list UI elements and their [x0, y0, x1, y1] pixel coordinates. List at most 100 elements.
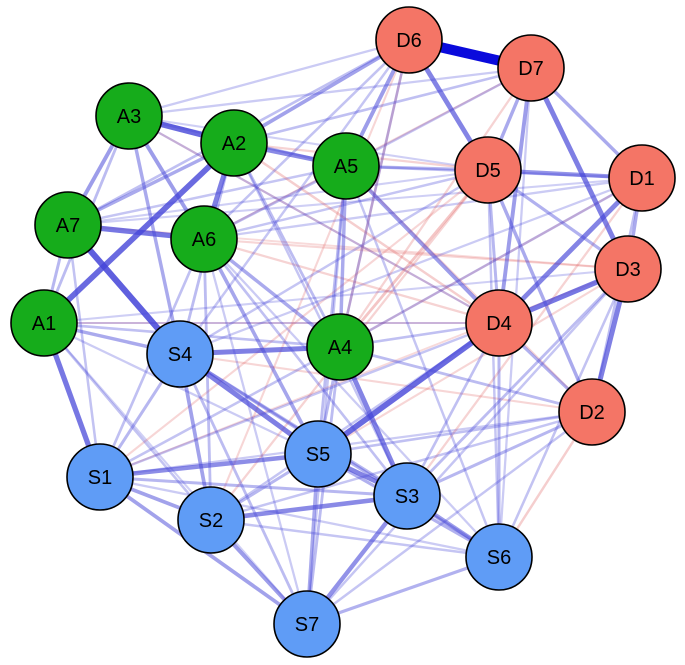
node-a1: A1: [10, 289, 78, 357]
edge-a1-s5: [43, 321, 319, 456]
edge-a6-s2: [202, 238, 213, 521]
edge-d5-a4: [338, 169, 490, 348]
edge-a6-s3: [202, 238, 409, 497]
edge-d4-s1: [99, 321, 500, 479]
edge-d7-a4: [339, 67, 532, 348]
node-circle-a7: [34, 191, 102, 259]
node-label-a4: A4: [328, 337, 352, 359]
edge-d5-s6: [486, 169, 501, 558]
edge-d7-d3: [528, 66, 631, 271]
node-label-s5: S5: [306, 444, 330, 466]
node-d7: D7: [497, 34, 565, 102]
node-a3: A3: [95, 82, 163, 150]
edge-d6-s4: [179, 39, 410, 355]
node-d1: D1: [608, 144, 676, 212]
node-label-s3: S3: [395, 486, 419, 508]
node-circle-d6: [375, 6, 443, 74]
node-circle-d7: [497, 34, 565, 102]
node-a2: A2: [200, 109, 268, 177]
edge-d7-a5: [345, 66, 532, 168]
node-label-a6: A6: [192, 229, 216, 251]
edge-s1-s3: [99, 475, 408, 498]
edge-s6-s1: [99, 475, 500, 559]
node-s4: S4: [146, 320, 214, 388]
node-circle-d3: [594, 235, 662, 303]
node-label-a7: A7: [56, 215, 80, 237]
edge-a7-d1: [67, 176, 643, 227]
node-circle-s6: [465, 523, 533, 591]
node-label-d2: D2: [579, 402, 605, 424]
edge-s5-d4: [316, 320, 501, 457]
node-d5: D5: [454, 136, 522, 204]
node-circle-s4: [146, 320, 214, 388]
node-label-s2: S2: [199, 510, 223, 532]
node-label-a5: A5: [334, 156, 358, 178]
node-circle-s2: [177, 486, 245, 554]
node-a6: A6: [170, 205, 238, 273]
edge-a1-s2: [43, 322, 212, 521]
node-label-d5: D5: [475, 160, 501, 182]
edge-a2-a4: [232, 142, 342, 348]
node-circle-d2: [558, 378, 626, 446]
edge-a4-d1: [339, 176, 643, 349]
edge-s3-d2: [406, 410, 593, 498]
edge-a2-d6: [233, 38, 410, 145]
edge-a5-s7: [305, 165, 348, 625]
node-d2: D2: [558, 378, 626, 446]
node-circle-a2: [200, 109, 268, 177]
node-circle-d5: [454, 136, 522, 204]
edge-a4-d2: [339, 345, 593, 414]
node-a4: A4: [306, 313, 374, 381]
node-label-d6: D6: [396, 30, 422, 52]
edge-a3-d4: [128, 115, 500, 324]
node-label-a1: A1: [32, 313, 56, 335]
edge-s1-s5: [99, 451, 319, 480]
node-label-d7: D7: [518, 58, 544, 80]
edge-s6-a5: [344, 165, 501, 558]
edge-s4-s3: [179, 352, 408, 498]
node-label-a3: A3: [117, 106, 141, 128]
edge-s7-s6: [306, 555, 500, 626]
edge-a1-a2: [42, 140, 236, 326]
node-circle-a3: [95, 82, 163, 150]
node-label-a2: A2: [222, 133, 246, 155]
edge-d3-s5: [317, 268, 629, 455]
edge-d5-s4: [179, 168, 489, 356]
edge-d4-a3: [128, 115, 500, 324]
node-label-d1: D1: [629, 168, 655, 190]
edge-d6-s2: [210, 39, 410, 521]
node-s7: S7: [273, 590, 341, 658]
node-d4: D4: [465, 289, 533, 357]
edge-s6-a6: [203, 238, 500, 558]
edge-d5-d2: [486, 169, 594, 413]
node-d3: D3: [594, 235, 662, 303]
edge-a3-d7: [128, 66, 532, 118]
edge-s5-d2: [317, 410, 593, 456]
edge-s7-a6: [202, 238, 309, 625]
edge-a7-s1: [66, 224, 102, 478]
node-label-s6: S6: [487, 547, 511, 569]
node-circle-s1: [66, 443, 134, 511]
node-label-d3: D3: [615, 259, 641, 281]
node-s1: S1: [66, 443, 134, 511]
node-circle-a4: [306, 313, 374, 381]
node-circle-a5: [312, 132, 380, 200]
edge-d2-s4: [179, 352, 593, 414]
edge-a7-a5: [67, 164, 347, 227]
node-s6: S6: [465, 523, 533, 591]
node-label-s4: S4: [168, 344, 192, 366]
edge-d1-s4: [179, 176, 643, 356]
node-label-d4: D4: [486, 313, 512, 335]
node-a7: A7: [34, 191, 102, 259]
edge-a2-d4: [233, 141, 500, 325]
edge-a4-s1: [99, 345, 341, 479]
node-circle-s5: [284, 420, 352, 488]
node-label-s7: S7: [295, 614, 319, 636]
node-d6: D6: [375, 6, 443, 74]
node-s2: S2: [177, 486, 245, 554]
edge-s3-d3: [405, 268, 630, 497]
node-a5: A5: [312, 132, 380, 200]
